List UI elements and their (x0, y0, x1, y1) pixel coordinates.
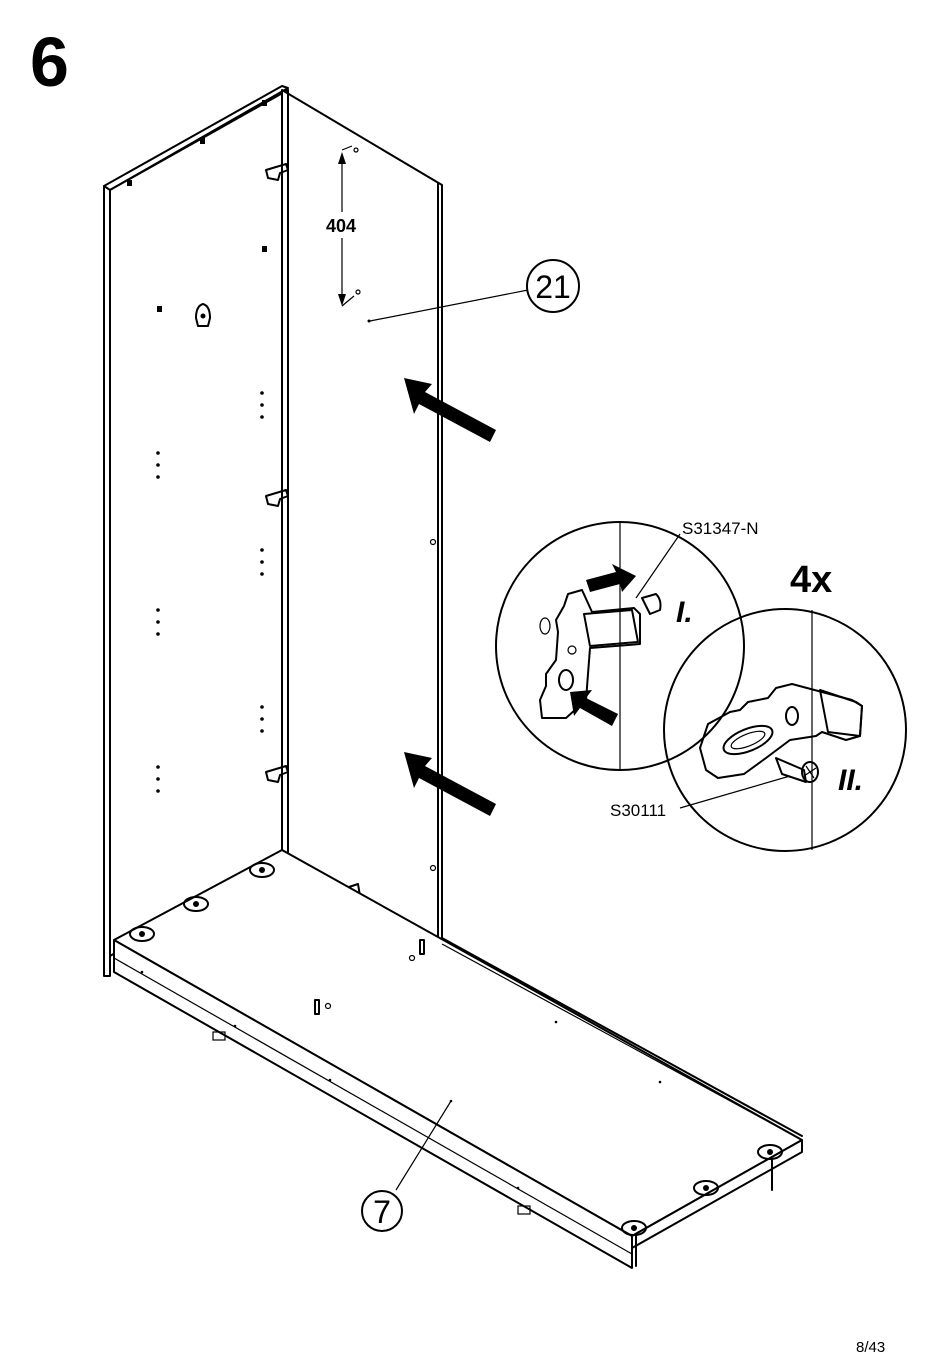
detail-I-label: I. (676, 596, 693, 629)
detail-I: I. (496, 522, 744, 770)
detail-II: II. (664, 609, 906, 851)
dimension-value: 404 (326, 216, 356, 236)
connector-code: S31347-N (682, 519, 759, 538)
part-21-label: 21 (535, 269, 571, 305)
bottom-panel (114, 850, 802, 1268)
detail-II-label: II. (838, 764, 863, 797)
part-7-label: 7 (373, 1194, 391, 1230)
screw-code: S30111 (610, 801, 666, 820)
step-number: 6 (30, 23, 69, 101)
page-number: 8/43 (856, 1339, 885, 1356)
tall-panel (104, 86, 442, 976)
quantity-label: 4x (790, 559, 832, 601)
